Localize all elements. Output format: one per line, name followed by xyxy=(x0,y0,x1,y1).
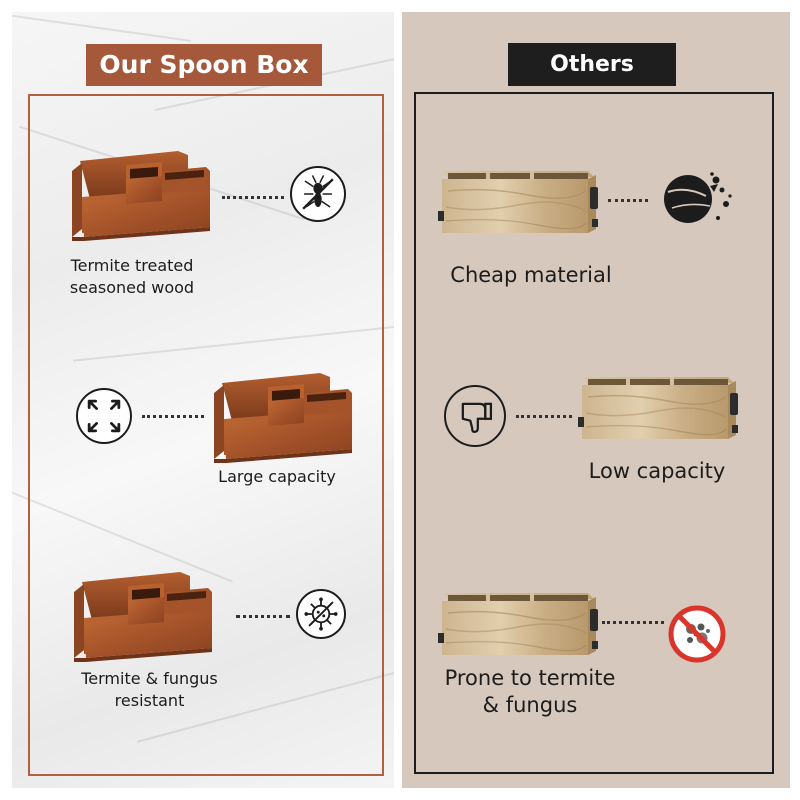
feature-label-low-capacity: Low capacity xyxy=(588,459,726,483)
virus-icon xyxy=(296,589,346,639)
spoon-box-image xyxy=(74,572,212,662)
expand-arrows-icon xyxy=(76,388,132,444)
others-frame xyxy=(414,92,774,774)
ink-splatter-icon xyxy=(664,172,732,223)
our-spoon-box-heading: Our Spoon Box xyxy=(86,44,322,86)
dotted-connector xyxy=(236,615,290,618)
dotted-connector xyxy=(142,415,204,418)
others-panel: Others Cheap material Low capacity xyxy=(402,12,790,788)
bacteria-crossed-icon xyxy=(668,605,726,663)
spoon-box-image xyxy=(72,151,210,241)
our-spoon-box-frame xyxy=(28,94,384,776)
pine-box-image xyxy=(438,170,598,234)
spoon-box-image xyxy=(214,373,352,463)
others-heading: Others xyxy=(508,43,676,86)
feature-label-prone-to-termite: Prone to termite & fungus xyxy=(444,666,616,717)
termite-crossed-icon xyxy=(290,166,346,222)
pine-box-image xyxy=(438,592,598,656)
feature-label-termite-treated: Termite treated seasoned wood xyxy=(69,256,195,297)
feature-label-cheap-material: Cheap material xyxy=(450,263,612,287)
pine-box-image xyxy=(578,376,738,440)
our-spoon-box-panel: Our Spoon Box Termite treated seasoned w… xyxy=(12,12,394,788)
dotted-connector xyxy=(516,415,572,418)
feature-label-termite-fungus-resistant: Termite & fungus resistant xyxy=(81,669,218,710)
dotted-connector xyxy=(222,196,284,199)
thumbs-down-icon xyxy=(444,385,506,447)
dotted-connector xyxy=(608,199,648,202)
dotted-connector xyxy=(602,621,664,624)
feature-label-large-capacity: Large capacity xyxy=(218,467,336,486)
